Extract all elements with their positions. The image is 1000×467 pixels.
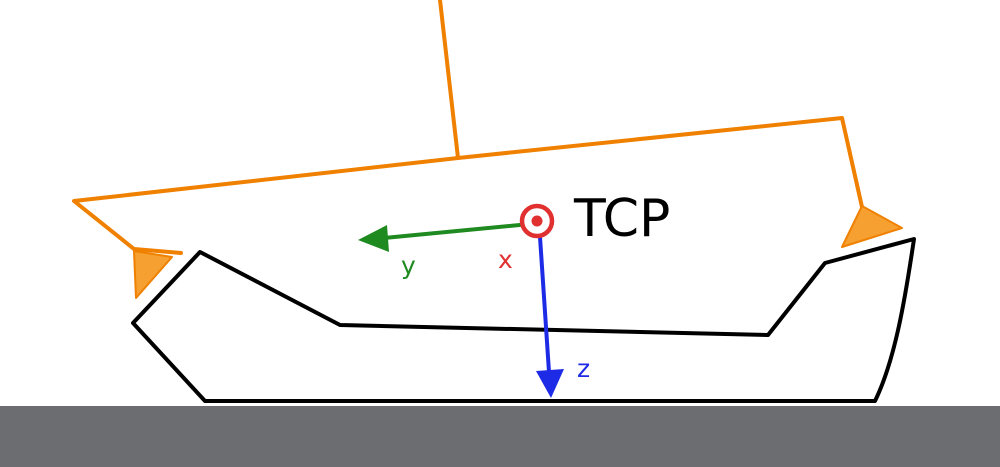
x-axis-label: x — [498, 245, 513, 274]
y-axis-arrowhead — [358, 225, 389, 252]
floor — [0, 406, 1000, 467]
tcp-coordinate-frame — [358, 203, 564, 398]
gripper-left-finger-line — [132, 247, 183, 255]
y-axis-label: y — [401, 251, 416, 280]
gripper — [72, 0, 903, 299]
z-axis-line — [537, 220, 551, 374]
tcp-label: TCP — [573, 189, 670, 249]
workpiece-outline — [131, 237, 916, 403]
gripper-right-pad — [841, 205, 903, 248]
z-axis-arrowhead — [536, 369, 564, 398]
gripper-frame — [72, 116, 864, 251]
x-axis-out-of-page-dot — [531, 215, 543, 227]
z-axis-label: z — [577, 354, 590, 383]
gripper-left-pad — [133, 250, 173, 299]
y-axis-line — [382, 222, 532, 240]
gripper-mount-rod — [438, 0, 460, 160]
